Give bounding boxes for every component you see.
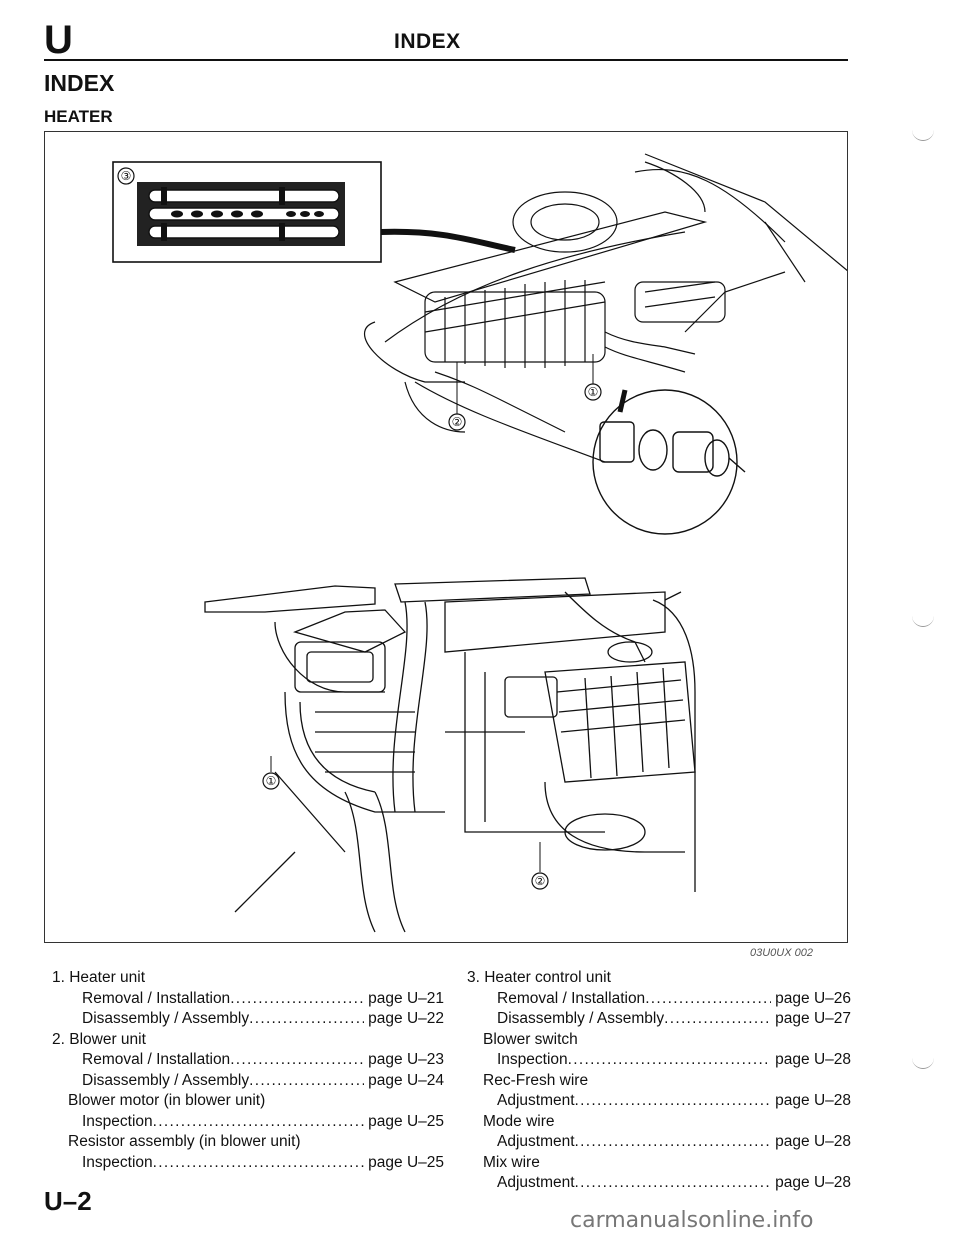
index-entry-label: Blower motor (in blower unit) (68, 1092, 266, 1109)
section-letter: U (44, 18, 73, 62)
index-entry: Disassembly / Assembly page U–27 (467, 1009, 851, 1030)
dot-leader (249, 1009, 364, 1030)
page-title: INDEX (44, 70, 115, 96)
connector-detail (599, 421, 746, 477)
header-rule (44, 59, 848, 61)
index-entry: 3. Heater control unit (467, 968, 851, 989)
index-entry: Disassembly / Assembly page U–22 (52, 1009, 444, 1030)
index-entry-label: Inspection (82, 1112, 153, 1130)
callout-label-3: ③ (121, 169, 132, 183)
heater-illustration: ③ ① ② ① ② (44, 131, 848, 943)
dot-leader (575, 1173, 772, 1194)
page-reference: page U–26 (775, 989, 851, 1007)
callout-circle-1-bottom (262, 772, 280, 790)
index-entry-label: Adjustment (497, 1092, 575, 1109)
control-panel-graphic (137, 182, 345, 246)
heater-blower-assembly (204, 577, 696, 933)
section-subtitle: HEATER (44, 107, 113, 126)
page-reference: page U–22 (368, 1010, 444, 1027)
dot-leader (575, 1132, 772, 1153)
watermark: carmanualsonline.info (570, 1208, 814, 1233)
index-entry-label: Disassembly / Assembly (497, 1010, 665, 1027)
page-reference: page U–28 (775, 1092, 851, 1109)
dot-leader (645, 989, 771, 1010)
callout-label-1-top: ① (588, 385, 599, 399)
index-entry: Removal / Installation page U–21 (52, 989, 444, 1010)
dot-leader (664, 1009, 771, 1030)
page-reference: page U–27 (775, 1010, 851, 1027)
index-entry: Removal / Installation page U–26 (467, 989, 851, 1010)
dot-leader (575, 1091, 772, 1112)
dot-leader (230, 989, 364, 1010)
detail-circle (592, 389, 738, 535)
index-entry: Resistor assembly (in blower unit) (52, 1132, 444, 1153)
dot-leader (230, 1050, 364, 1071)
callout-circle-3 (117, 167, 135, 185)
header-title: INDEX (394, 30, 461, 53)
index-entry-label: Resistor assembly (in blower unit) (68, 1133, 301, 1150)
index-entry: Mix wire (467, 1153, 851, 1174)
page-reference: page U–23 (368, 1051, 444, 1068)
page-reference: page U–28 (775, 1133, 851, 1150)
page-reference: page U–21 (368, 989, 444, 1007)
control-panel-inset-frame (112, 161, 382, 263)
index-entry-label: Mode wire (483, 1112, 555, 1130)
index-entry-label: Disassembly / Assembly (82, 1071, 250, 1089)
index-entry: Inspection page U–25 (52, 1153, 444, 1174)
index-entry: Removal / Installation page U–23 (52, 1050, 444, 1071)
index-entry-label: Disassembly / Assembly (82, 1010, 250, 1027)
heater-drawing: ③ ① ② ① ② (112, 153, 847, 933)
margin-mark (912, 130, 934, 141)
dot-leader (153, 1112, 364, 1133)
index-entry-label: Adjustment (497, 1174, 575, 1191)
index-entry-label: Rec-Fresh wire (483, 1071, 589, 1089)
index-entry-label: Inspection (82, 1153, 153, 1171)
page-reference: page U–28 (775, 1051, 851, 1068)
page-reference: page U–25 (368, 1112, 444, 1130)
index-entry: Inspection page U–25 (52, 1112, 444, 1133)
dot-leader (568, 1050, 771, 1071)
index-entry-label: 3. Heater control unit (467, 969, 611, 986)
margin-mark (912, 1058, 934, 1069)
index-entry: Adjustment page U–28 (467, 1091, 851, 1112)
page-reference: page U–24 (368, 1071, 444, 1089)
index-entry: Rec-Fresh wire (467, 1071, 851, 1092)
index-entry-label: Removal / Installation (82, 989, 231, 1007)
margin-mark (912, 616, 934, 627)
index-entry-label: Mix wire (483, 1153, 540, 1171)
dot-leader (249, 1071, 364, 1092)
index-entry: Disassembly / Assembly page U–24 (52, 1071, 444, 1092)
figure-code: 03U0UX 002 (750, 947, 813, 959)
index-entry: 1. Heater unit (52, 968, 444, 989)
index-entry-label: Adjustment (497, 1133, 575, 1150)
callout-label-2-top: ② (452, 415, 463, 429)
index-entry: Adjustment page U–28 (467, 1132, 851, 1153)
index-entry-label: 1. Heater unit (52, 969, 146, 986)
page-number: U–2 (44, 1186, 92, 1216)
page-reference: page U–28 (775, 1174, 851, 1191)
index-entry: Blower switch (467, 1030, 851, 1051)
index-entry-label: Blower switch (483, 1030, 578, 1048)
index-entry-label: Removal / Installation (497, 989, 646, 1007)
dot-leader (153, 1153, 364, 1174)
callout-circle-2-bottom (531, 872, 549, 890)
index-entry: 2. Blower unit (52, 1030, 444, 1051)
callout-label-1-bottom: ① (266, 774, 277, 788)
callout-circle-1-top (584, 383, 602, 401)
index-entry-label: 2. Blower unit (52, 1030, 146, 1048)
inset-pointer (380, 228, 516, 253)
callout-circle-2-top (448, 413, 466, 431)
page-reference: page U–25 (368, 1153, 444, 1171)
index-entry-label: Inspection (497, 1051, 568, 1068)
index-entry-label: Removal / Installation (82, 1051, 231, 1068)
index-entry: Blower motor (in blower unit) (52, 1091, 444, 1112)
dashboard-drawing (363, 153, 847, 463)
index-entry: Adjustment page U–28 (467, 1173, 851, 1194)
callout-label-2-bottom: ② (535, 874, 546, 888)
index-entry: Inspection page U–28 (467, 1050, 851, 1071)
index-entry: Mode wire (467, 1112, 851, 1133)
